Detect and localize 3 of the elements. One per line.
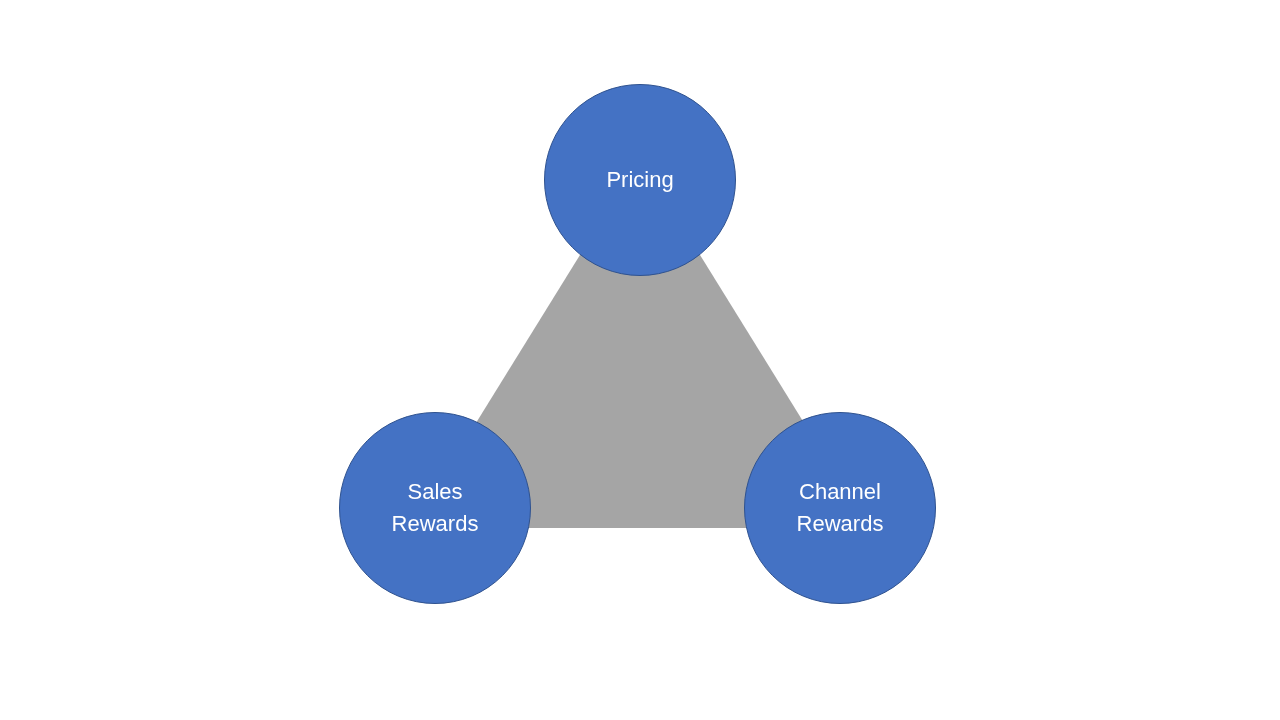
node-label: Sales Rewards (390, 478, 480, 538)
node-label: Pricing (606, 166, 674, 194)
node-label: Channel Rewards (795, 478, 885, 538)
